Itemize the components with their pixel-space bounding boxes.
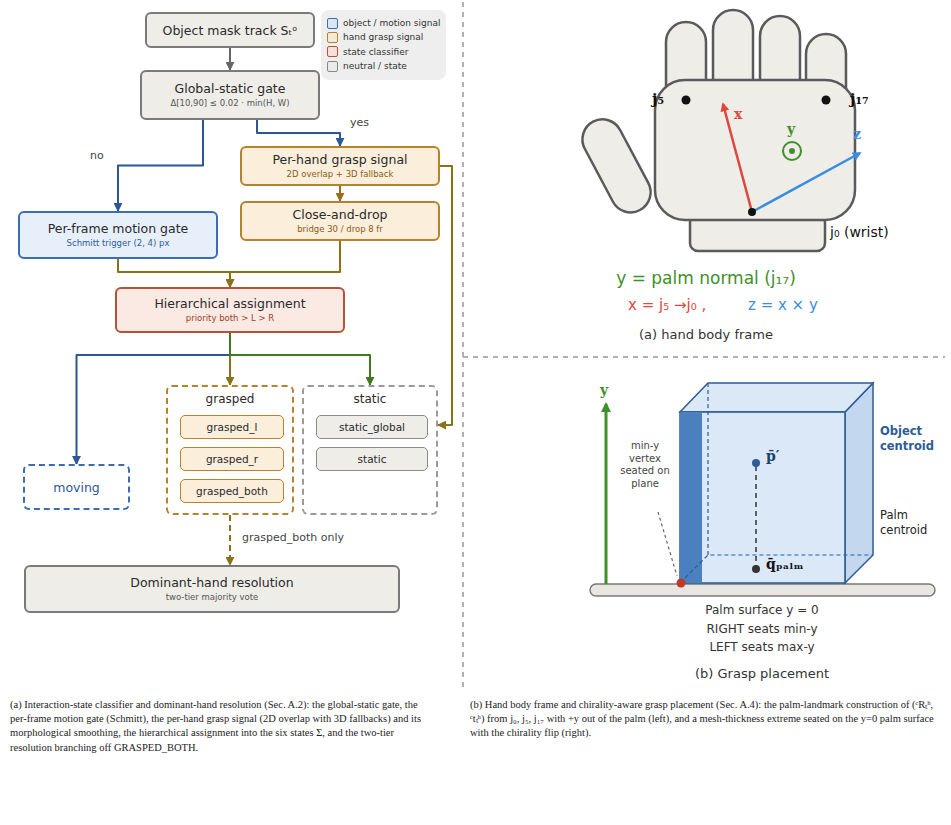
formula: x = j₅ →j₀ , [628,296,706,314]
connector [118,259,230,287]
hand-drawing [575,10,855,251]
node-title: static [358,453,387,466]
legend-text: state classifier [343,45,408,59]
node-title: grasped_both [196,485,268,498]
legend-text: hand grasp signal [343,30,423,44]
process-box: Close-and-drop bridge 30 / drop 8 fr [240,201,440,241]
legend-row: state classifier [327,45,440,59]
process-box: Dominant-hand resolution two-tier majorit… [24,565,400,613]
node-title: Close-and-drop [293,207,388,222]
connector [339,186,341,201]
caption: (b) Hand body frame and chirality-aware … [470,698,942,741]
legend-text: neutral / state [343,59,407,73]
landmark-label: j₀ (wrist) [830,224,889,240]
node-title: Dominant-hand resolution [130,575,293,590]
node-title: Per-hand grasp signal [272,152,407,167]
legend-row: object / motion signal [327,16,440,30]
grasp-drawing [590,383,935,596]
connector [229,515,231,565]
connector [230,333,370,385]
legend-row: neutral / state [327,59,440,73]
node-title: Global-static gate [175,81,286,96]
state-box: moving [23,464,130,510]
node-subtitle: priority both > L > R [186,313,274,323]
state-box: Object mask track Sₜᵒ [145,12,315,48]
dividers [463,2,945,690]
node-title: moving [53,480,100,495]
callout: Object centroid [880,424,946,454]
node-subtitle: 2D overlap + 3D fallback [287,169,394,179]
node-title: static [304,392,436,406]
connector [229,48,231,70]
hand-axes [682,96,861,217]
callout: Palm centroid [880,508,946,538]
point-label: q̄ₚₐₗₘ [766,556,804,572]
axis-label: y [787,121,795,137]
state-box: static_global [316,415,428,439]
legend-text: object / motion signal [343,16,440,30]
note: Palm surface y = 0 [705,603,818,617]
state-box: grasped_both [180,479,284,503]
axis-label: x [734,106,742,122]
node-title: Hierarchical assignment [154,296,305,311]
node-title: Per-frame motion gate [48,221,189,236]
edge-label: grasped_both only [240,531,346,544]
callout: min-y vertex seated on plane [614,440,676,490]
legend-swatch [327,18,338,29]
classifier-box: Hierarchical assignment priority both > L… [115,287,345,333]
state-box: static [316,447,428,471]
axis-label: y [600,382,608,398]
panel-title: (b) Grasp placement [695,666,829,681]
caption: (a) Interaction-state classifier and dom… [10,698,428,755]
node-subtitle: two-tier majority vote [166,592,259,602]
state-box: grasped_l [180,415,284,439]
node-title: grasped_r [206,453,258,466]
connector [118,120,203,211]
gate-box: Per-frame motion gateSchmitt trigger (2,… [18,211,218,259]
process-box: Per-hand grasp signal 2D overlap + 3D fal… [240,146,440,186]
formula: y = palm normal (j₁₇) [616,268,796,288]
point-label: p̄′ [766,448,779,464]
note: LEFT seats max-y [709,640,814,654]
state-group: staticstatic_globalstatic [302,385,438,515]
node-subtitle: bridge 30 / drop 8 fr [297,224,383,234]
node-title: grasped_l [207,421,258,434]
axis-label: z [853,126,861,142]
connector [438,166,452,425]
legend-row: hand grasp signal [327,30,440,44]
edge-label: yes [348,116,371,129]
edge-label: no [88,149,106,162]
node-title: Object mask track Sₜᵒ [163,23,298,38]
legend-swatch [327,32,338,43]
panel-title: (a) hand body frame [639,327,773,342]
node-subtitle: Schmitt trigger (2, 4) px [67,238,170,248]
landmark-label: j₅ [652,90,664,108]
gate-box: Global-static gateΔ[10,90] ≤ 0.02 · min(… [140,70,320,120]
legend-swatch [327,46,338,57]
state-group: grasped grasped_l grasped_r grasped_both [166,385,294,515]
state-box: grasped_r [180,447,284,471]
connector [257,120,340,146]
node-title: static_global [339,421,405,434]
node-title: grasped [168,392,292,406]
node-subtitle: Δ[10,90] ≤ 0.02 · min(H, W) [170,98,289,108]
note: RIGHT seats min-y [707,622,818,636]
landmark-label: j₁₇ [850,90,869,108]
legend-swatch [327,61,338,72]
formula: z = x × y [748,296,818,314]
connector [230,241,340,287]
legend: object / motion signalhand grasp signals… [321,10,446,80]
